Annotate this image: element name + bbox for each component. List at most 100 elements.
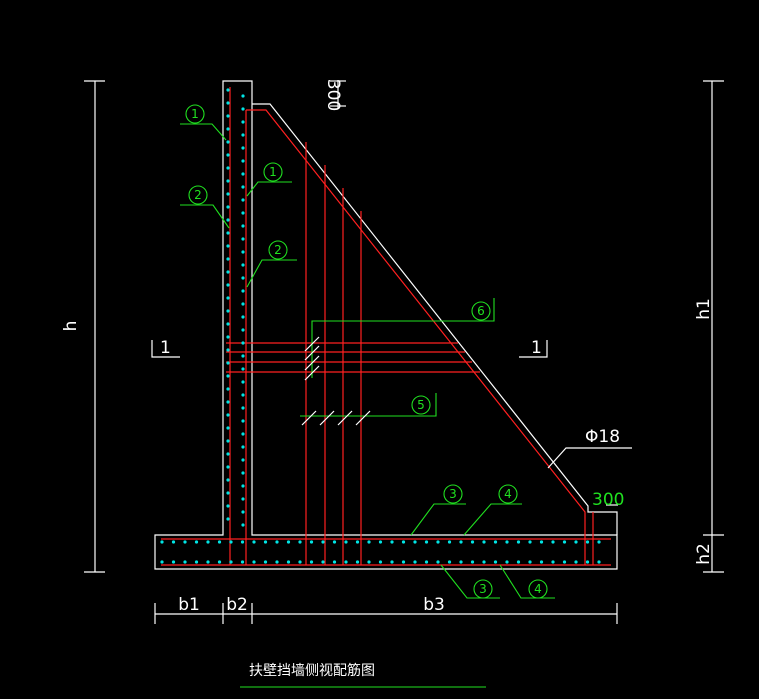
bar-label: 2 xyxy=(274,243,282,257)
rebar-dot xyxy=(217,560,222,564)
rebar-dot xyxy=(241,380,245,384)
rebar-dot xyxy=(344,560,348,564)
rebar-dot xyxy=(241,315,245,319)
rebar-dot xyxy=(241,354,245,358)
rebar-dot xyxy=(413,540,417,544)
rebar-dot xyxy=(574,560,578,564)
rebar-dot xyxy=(171,540,176,544)
rebar-dot xyxy=(344,540,348,544)
rebar-dot xyxy=(229,560,233,564)
rebar-dot xyxy=(263,540,268,544)
rebar-dot xyxy=(241,419,245,423)
rebar-dot xyxy=(226,88,230,92)
rebar-dot xyxy=(241,211,245,215)
rebar-dot xyxy=(241,523,245,527)
rebar-dot xyxy=(240,560,245,564)
rebar-dot xyxy=(240,540,245,544)
rebar-dot xyxy=(424,560,429,564)
rebar-dot xyxy=(229,540,233,544)
rebar-dot xyxy=(194,560,199,564)
rebar-dot xyxy=(206,560,210,564)
rebar-dot xyxy=(226,426,230,430)
rebar-dot xyxy=(241,302,245,306)
rebar-dot xyxy=(241,224,245,228)
rebar-dot xyxy=(241,341,245,345)
rebar-dot xyxy=(459,540,463,544)
wall-outline xyxy=(154,80,618,570)
rebar-dot xyxy=(413,560,417,564)
rebar-dot xyxy=(183,560,187,564)
rebar-dot xyxy=(226,322,230,326)
bar-ticks xyxy=(301,336,371,426)
rebar-dot xyxy=(447,560,452,564)
bar-label: 2 xyxy=(194,188,202,202)
rebar-dot xyxy=(574,540,578,544)
rebar-dot xyxy=(436,560,440,564)
rebar-dot xyxy=(241,276,245,280)
rebar-dot xyxy=(493,560,498,564)
rebar-dot xyxy=(226,153,230,157)
rebar-dot xyxy=(482,540,486,544)
rebar-dot xyxy=(493,540,498,544)
bar-label: 1 xyxy=(269,165,277,179)
rebar-dot xyxy=(226,192,230,196)
rebar-dot xyxy=(206,540,210,544)
rebar-dot xyxy=(390,560,394,564)
rebar-dot xyxy=(332,560,337,564)
rebar-dot xyxy=(298,560,302,564)
rebar-dot xyxy=(321,560,325,564)
rebar-dot xyxy=(194,540,199,544)
rebar-dot xyxy=(298,540,302,544)
rebar-dot xyxy=(241,406,245,410)
rebar-dot xyxy=(459,560,463,564)
rebar-dot xyxy=(226,452,230,456)
rebar-dot xyxy=(226,140,230,144)
rebar-dot xyxy=(378,540,383,544)
rebar-dot xyxy=(241,510,245,514)
rebar-dot xyxy=(252,560,256,564)
rebar-dot xyxy=(171,560,176,564)
rebar-dot xyxy=(447,540,452,544)
rebar-dot xyxy=(263,560,268,564)
rebar-dot xyxy=(309,560,314,564)
rebar-dot xyxy=(226,387,230,391)
rebar-dot xyxy=(275,560,279,564)
rebar-dot xyxy=(585,560,590,564)
rebar-dot xyxy=(286,540,291,544)
rebar-dot xyxy=(226,283,230,287)
rebar-dot xyxy=(226,335,230,339)
dim-b3: b3 xyxy=(423,595,445,615)
rebar-dot xyxy=(241,393,245,397)
dim-top-offset: 300 xyxy=(323,79,343,111)
rebar-dot xyxy=(562,540,567,544)
rebar-dot xyxy=(226,218,230,222)
rebar-dot xyxy=(226,348,230,352)
rebar-dot xyxy=(241,497,245,501)
bar-label: 3 xyxy=(479,582,487,596)
rebar-dot xyxy=(482,560,486,564)
rebar-dot xyxy=(226,491,230,495)
rebar-dot xyxy=(539,540,544,544)
dim-b2: b2 xyxy=(226,595,248,615)
rebar-dot xyxy=(226,374,230,378)
rebar-dot xyxy=(241,185,245,189)
rebar-dot xyxy=(321,540,325,544)
dim-bar-diameter: Φ18 xyxy=(585,427,620,447)
dim-b1: b1 xyxy=(178,595,200,615)
rebar-dot xyxy=(226,179,230,183)
rebar-dot xyxy=(226,296,230,300)
dim-toe-offset: 300 xyxy=(592,490,624,510)
section-mark: 1 xyxy=(531,338,542,358)
rebar-dot xyxy=(217,540,222,544)
rebar-dot xyxy=(355,540,360,544)
rebar-dot xyxy=(436,540,440,544)
rebar-dot xyxy=(562,560,567,564)
rebar-dot xyxy=(160,560,164,564)
rebar-dots xyxy=(160,88,601,564)
rebar-dot xyxy=(241,263,245,267)
rebar-dot xyxy=(528,560,532,564)
rebar-dot xyxy=(551,560,555,564)
rebar-dot xyxy=(241,237,245,241)
